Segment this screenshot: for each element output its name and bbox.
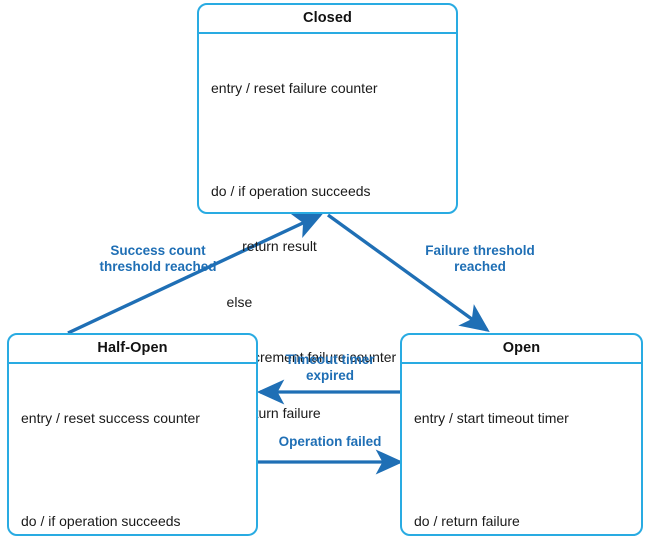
- transition-label-success-threshold: Success count threshold reached: [99, 243, 217, 274]
- state-title-half-open: Half-Open: [9, 335, 256, 364]
- state-line-spacer: [211, 135, 444, 145]
- state-line: do / if operation succeeds: [211, 182, 371, 199]
- state-node-open[interactable]: Open entry / start timeout timer do / re…: [400, 333, 643, 536]
- state-line: do / if operation succeeds: [21, 512, 181, 529]
- state-body-open: entry / start timeout timer do / return …: [402, 364, 641, 539]
- state-line: entry / start timeout timer: [414, 410, 569, 426]
- state-title-closed: Closed: [199, 5, 456, 34]
- state-line: entry / reset failure counter: [211, 80, 378, 96]
- state-title-open: Open: [402, 335, 641, 364]
- transition-label-operation-failed: Operation failed: [278, 434, 382, 449]
- state-line: do / return failure: [414, 512, 520, 529]
- state-line-spacer: [414, 465, 629, 475]
- transition-label-failure-threshold: Failure threshold reached: [425, 243, 535, 274]
- state-body-half-open: entry / reset success counter do / if op…: [9, 364, 256, 539]
- transition-label-timeout-expired: Timeout timer expired: [285, 352, 375, 383]
- state-line: entry / reset success counter: [21, 410, 200, 426]
- state-line-spacer: [21, 465, 244, 475]
- state-node-closed[interactable]: Closed entry / reset failure counter do …: [197, 3, 458, 523]
- state-line: else: [211, 293, 253, 310]
- state-node-half-open[interactable]: Half-Open entry / reset success counter …: [7, 333, 258, 536]
